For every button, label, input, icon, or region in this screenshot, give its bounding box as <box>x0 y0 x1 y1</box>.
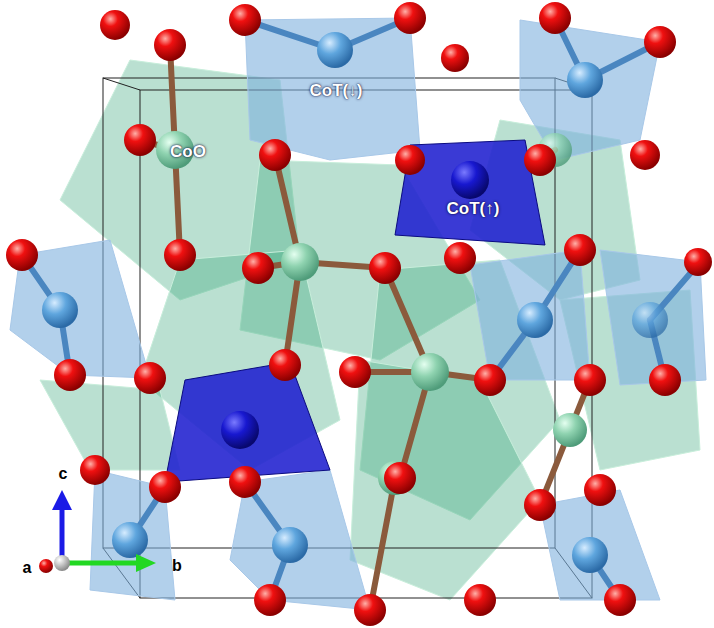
axis-label: a <box>23 560 32 576</box>
axis-label: c <box>59 466 68 482</box>
site-label: CoT(↑) <box>447 200 500 217</box>
site-label: CoT(↓) <box>310 82 363 99</box>
site-label: CoO <box>170 143 206 160</box>
axis-indicator <box>39 490 156 573</box>
axis-label: b <box>172 558 182 574</box>
